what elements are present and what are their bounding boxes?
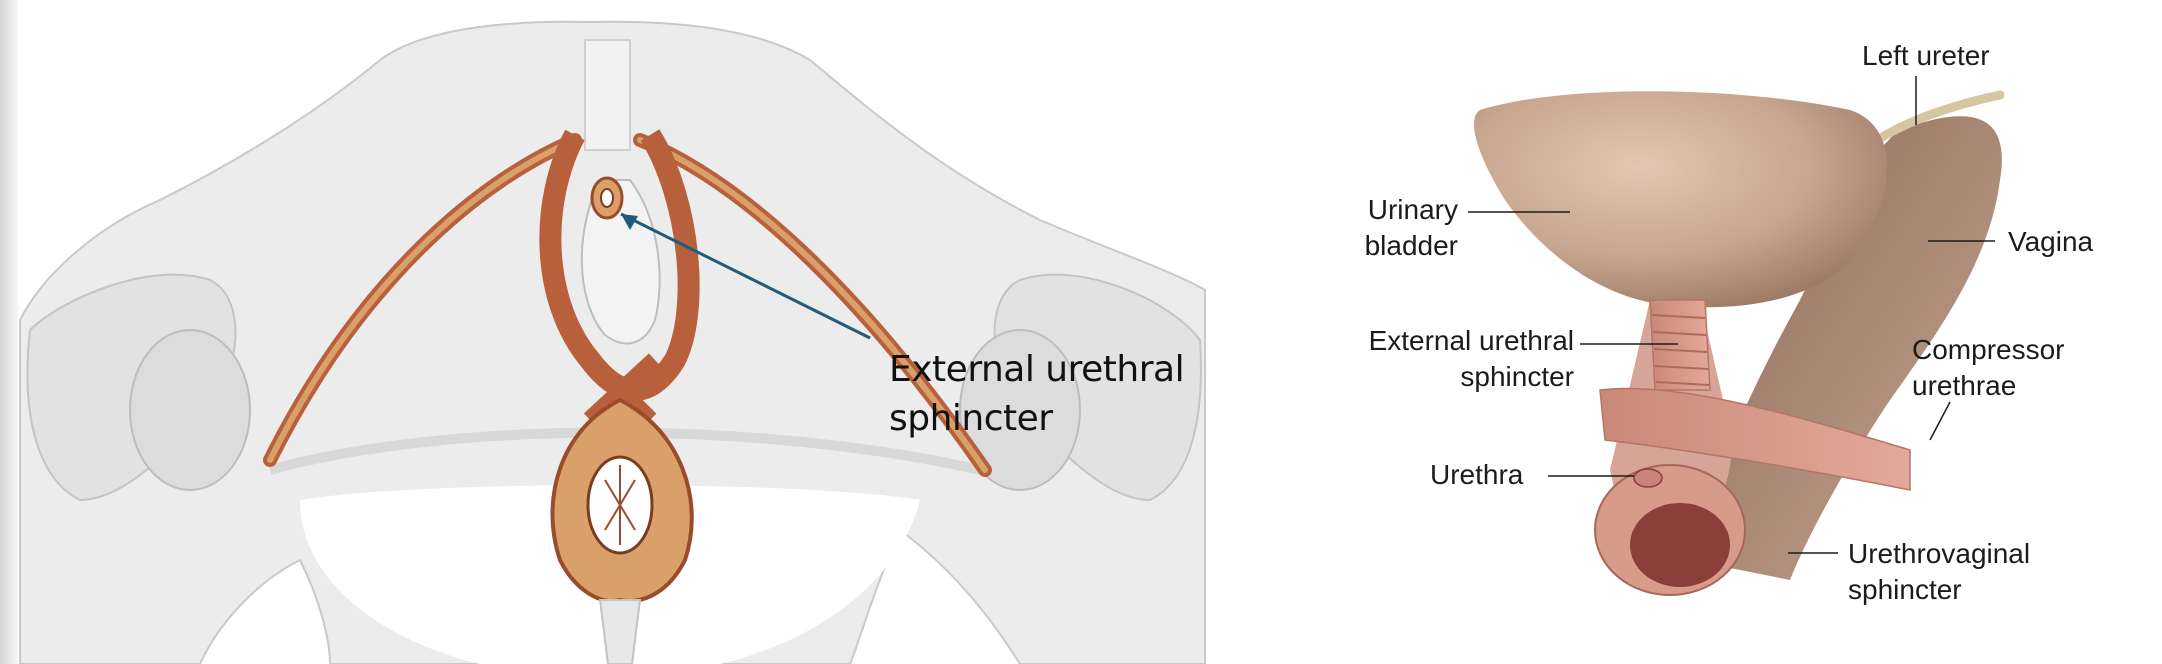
- urethral-orifice: [601, 189, 613, 207]
- left-ischial-tuberosity: [130, 330, 250, 490]
- label-urethrovaginal-sphincter: Urethrovaginal sphincter: [1848, 536, 2030, 608]
- vaginal-orifice: [1630, 503, 1730, 587]
- label-urethra: Urethra: [1430, 457, 1523, 493]
- label-line-2: sphincter: [889, 394, 1184, 443]
- urethral-orifice: [1634, 469, 1662, 487]
- label-vagina: Vagina: [2008, 224, 2093, 260]
- pubic-symphysis: [585, 40, 630, 150]
- label-urinary-bladder-line2: bladder: [1350, 228, 1458, 264]
- label-external-urethral-sphincter-right: External urethral sphincter: [1320, 323, 1574, 395]
- external-urethral-sphincter: [1650, 300, 1710, 390]
- coccyx: [600, 600, 640, 664]
- label-external-urethral-line1: External urethral: [1320, 323, 1574, 359]
- label-urethrovaginal-line1: Urethrovaginal: [1848, 536, 2030, 572]
- label-urinary-bladder-line1: Urinary: [1350, 192, 1458, 228]
- label-external-urethral-line2: sphincter: [1320, 359, 1574, 395]
- label-compressor-line2: urethrae: [1912, 368, 2064, 404]
- label-line-1: External urethral: [889, 345, 1184, 394]
- pelvic-floor-illustration: [0, 0, 1210, 664]
- label-urinary-bladder: Urinary bladder: [1350, 192, 1458, 264]
- label-external-urethral-sphincter: External urethral sphincter: [889, 345, 1184, 443]
- pelvic-floor-figure: External urethral sphincter: [0, 0, 1210, 664]
- urethral-sphincter-figure: Left ureter Urinary bladder Vagina Exter…: [1210, 0, 2162, 664]
- leader-compressor: [1930, 402, 1950, 440]
- label-urethrovaginal-line2: sphincter: [1848, 572, 2030, 608]
- label-compressor-line1: Compressor: [1912, 332, 2064, 368]
- urinary-bladder: [1474, 91, 1887, 307]
- label-left-ureter: Left ureter: [1862, 38, 1990, 74]
- label-compressor-urethrae: Compressor urethrae: [1912, 332, 2064, 404]
